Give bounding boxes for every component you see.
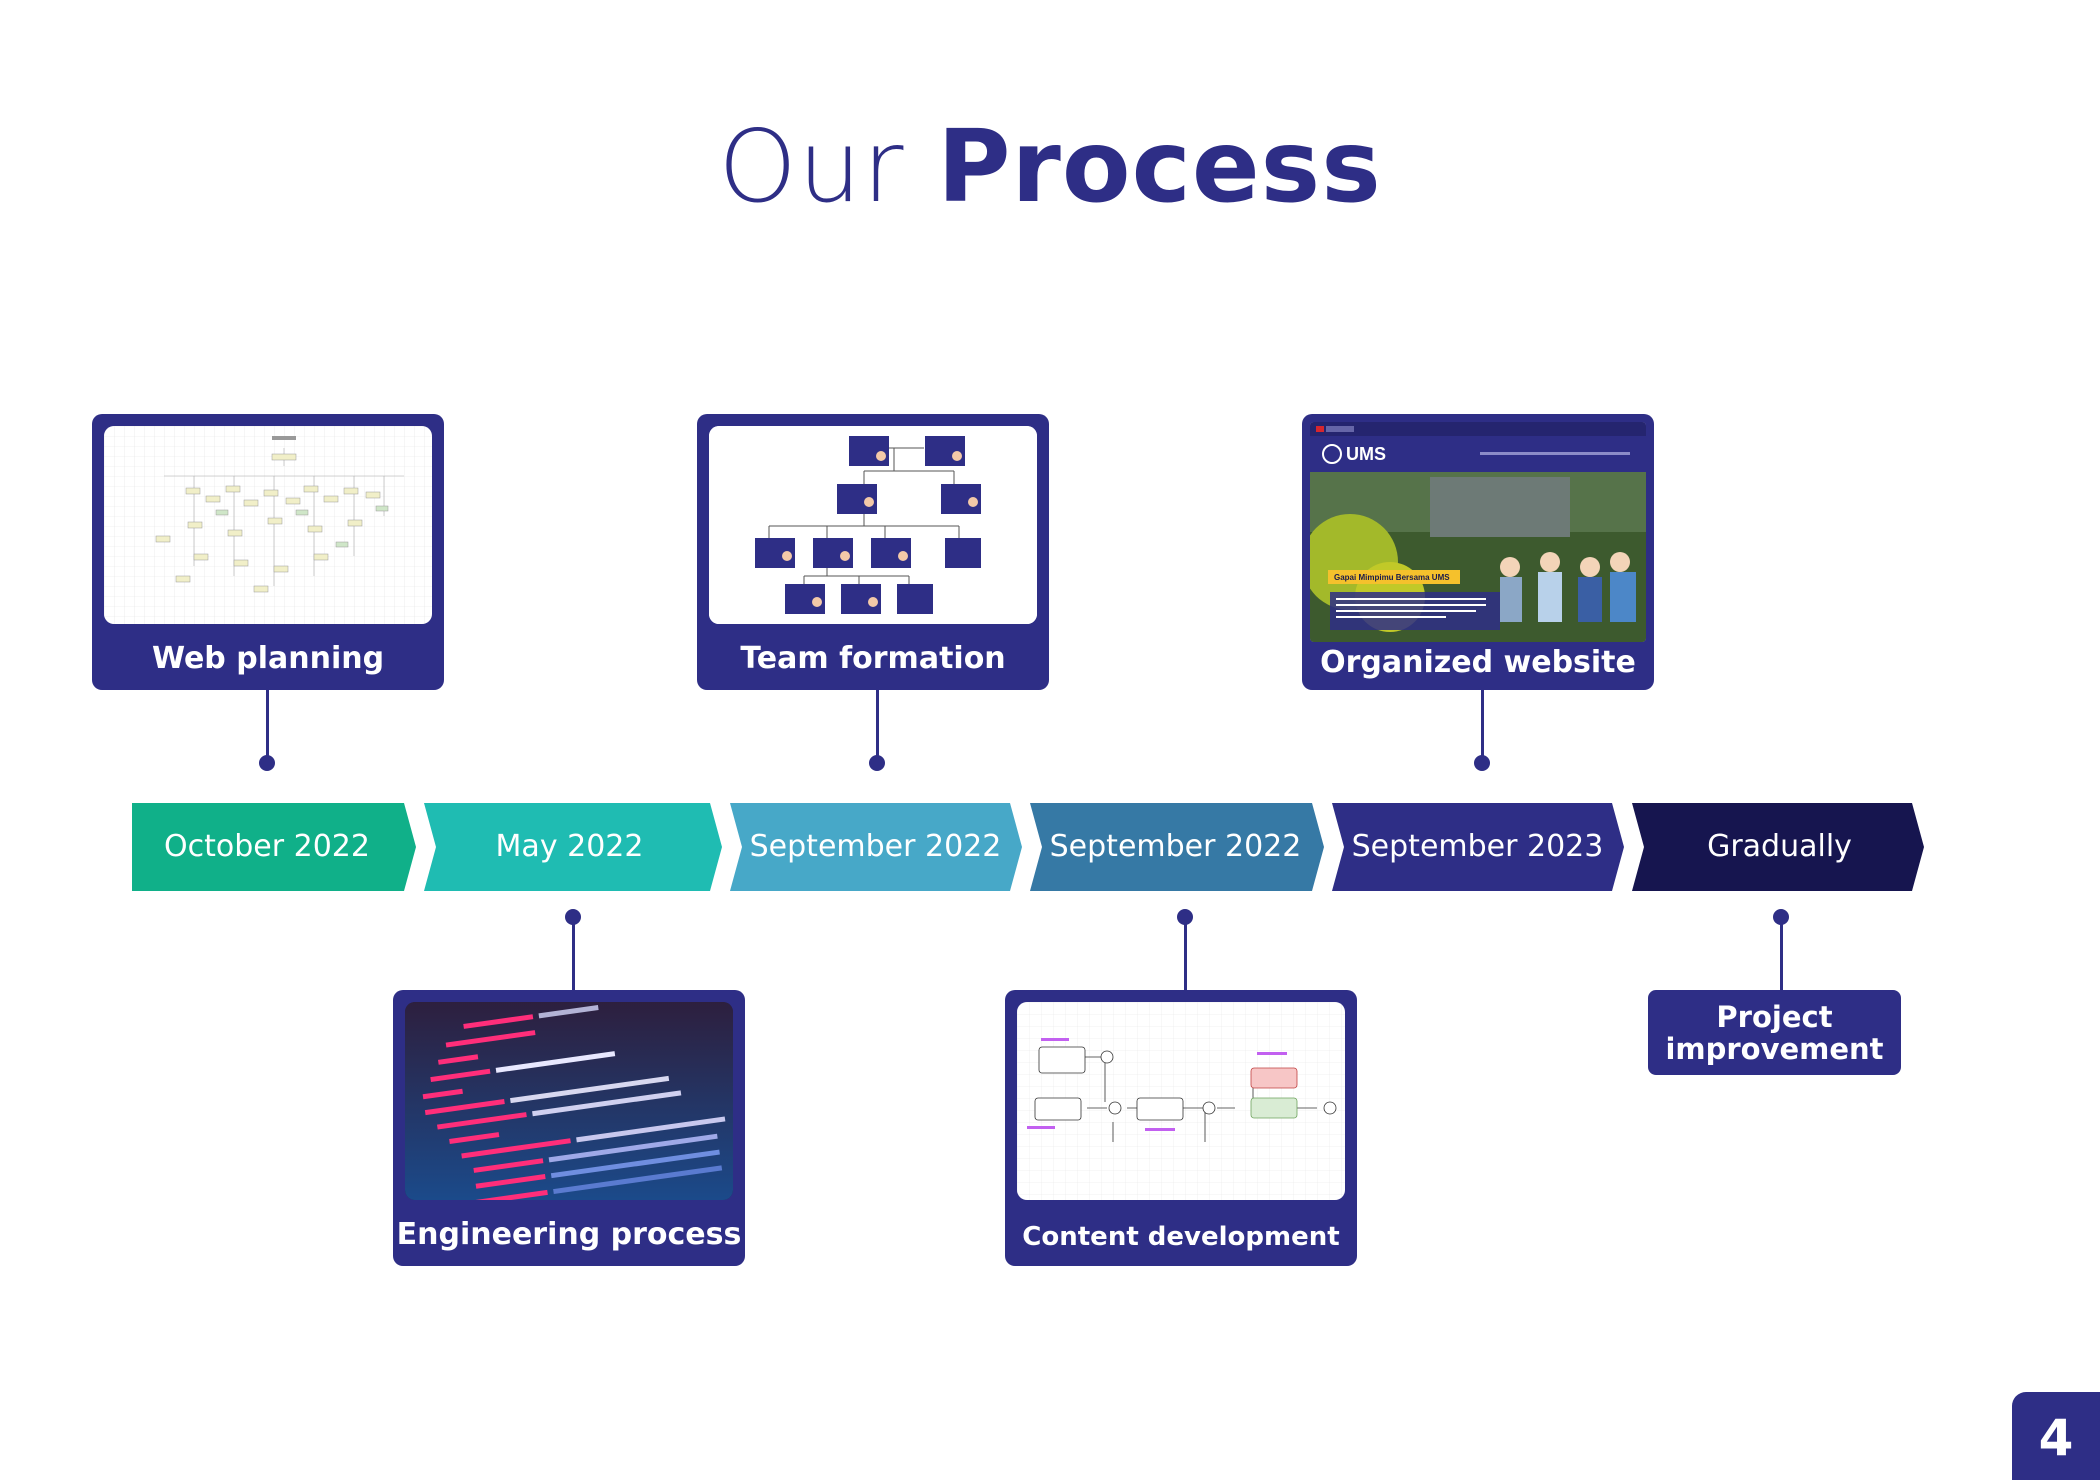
card-engineering-process[interactable]: Engineering process xyxy=(393,990,745,1266)
timeline-date-5: September 2023 xyxy=(1351,829,1604,864)
web-planning-label: Web planning xyxy=(151,641,385,676)
connector-web-planning xyxy=(266,690,269,762)
chevron-3[interactable] xyxy=(730,803,1022,891)
chevron-1[interactable] xyxy=(132,803,416,891)
project-improvement-label: Project improvement xyxy=(1665,999,1884,1066)
connector-content-development xyxy=(1184,917,1187,990)
ums-logo-text: UMS xyxy=(1346,444,1386,464)
connector-organized-website xyxy=(1481,690,1484,762)
card-content-development[interactable]: Content development xyxy=(1005,990,1357,1266)
card-organized-website[interactable]: UMS Gapai Mimpimu Bersama UMS Organized … xyxy=(1302,414,1654,690)
title-bold: Process xyxy=(937,108,1382,225)
chevron-2[interactable] xyxy=(424,803,722,891)
connector-engineering xyxy=(572,917,575,990)
timeline-date-3: September 2022 xyxy=(749,829,1002,864)
team-formation-label: Team formation xyxy=(740,641,1006,676)
page-number: 4 xyxy=(2012,1392,2100,1480)
engineering-process-thumbnail xyxy=(405,1002,733,1200)
content-development-thumbnail xyxy=(1017,1002,1345,1200)
team-formation-thumbnail xyxy=(709,426,1037,624)
engineering-process-label: Engineering process xyxy=(396,1217,742,1252)
chevron-6[interactable] xyxy=(1632,803,1924,891)
connector-project-improvement xyxy=(1780,917,1783,990)
timeline-date-6: Gradually xyxy=(1707,829,1852,864)
chevron-4[interactable] xyxy=(1030,803,1324,891)
card-team-formation[interactable]: Team formation xyxy=(697,414,1049,690)
connector-team-formation xyxy=(876,690,879,762)
connector-dot xyxy=(869,755,885,771)
connector-dot xyxy=(259,755,275,771)
page-title: Our Process xyxy=(0,108,2100,225)
card-web-planning[interactable]: Web planning xyxy=(92,414,444,690)
chevron-5[interactable] xyxy=(1332,803,1624,891)
connector-dot xyxy=(1474,755,1490,771)
timeline-date-1: October 2022 xyxy=(164,829,370,864)
title-light: Our xyxy=(718,108,905,225)
timeline-date-2: May 2022 xyxy=(495,829,644,864)
timeline-date-4: September 2022 xyxy=(1049,829,1302,864)
organized-website-thumbnail: UMS Gapai Mimpimu Bersama UMS xyxy=(1310,422,1646,642)
ums-banner-text: Gapai Mimpimu Bersama UMS xyxy=(1334,573,1450,582)
content-development-label: Content development xyxy=(1022,1222,1340,1252)
web-planning-thumbnail xyxy=(104,426,432,624)
card-project-improvement[interactable]: Project improvement xyxy=(1648,990,1901,1075)
organized-website-label: Organized website xyxy=(1320,645,1636,680)
